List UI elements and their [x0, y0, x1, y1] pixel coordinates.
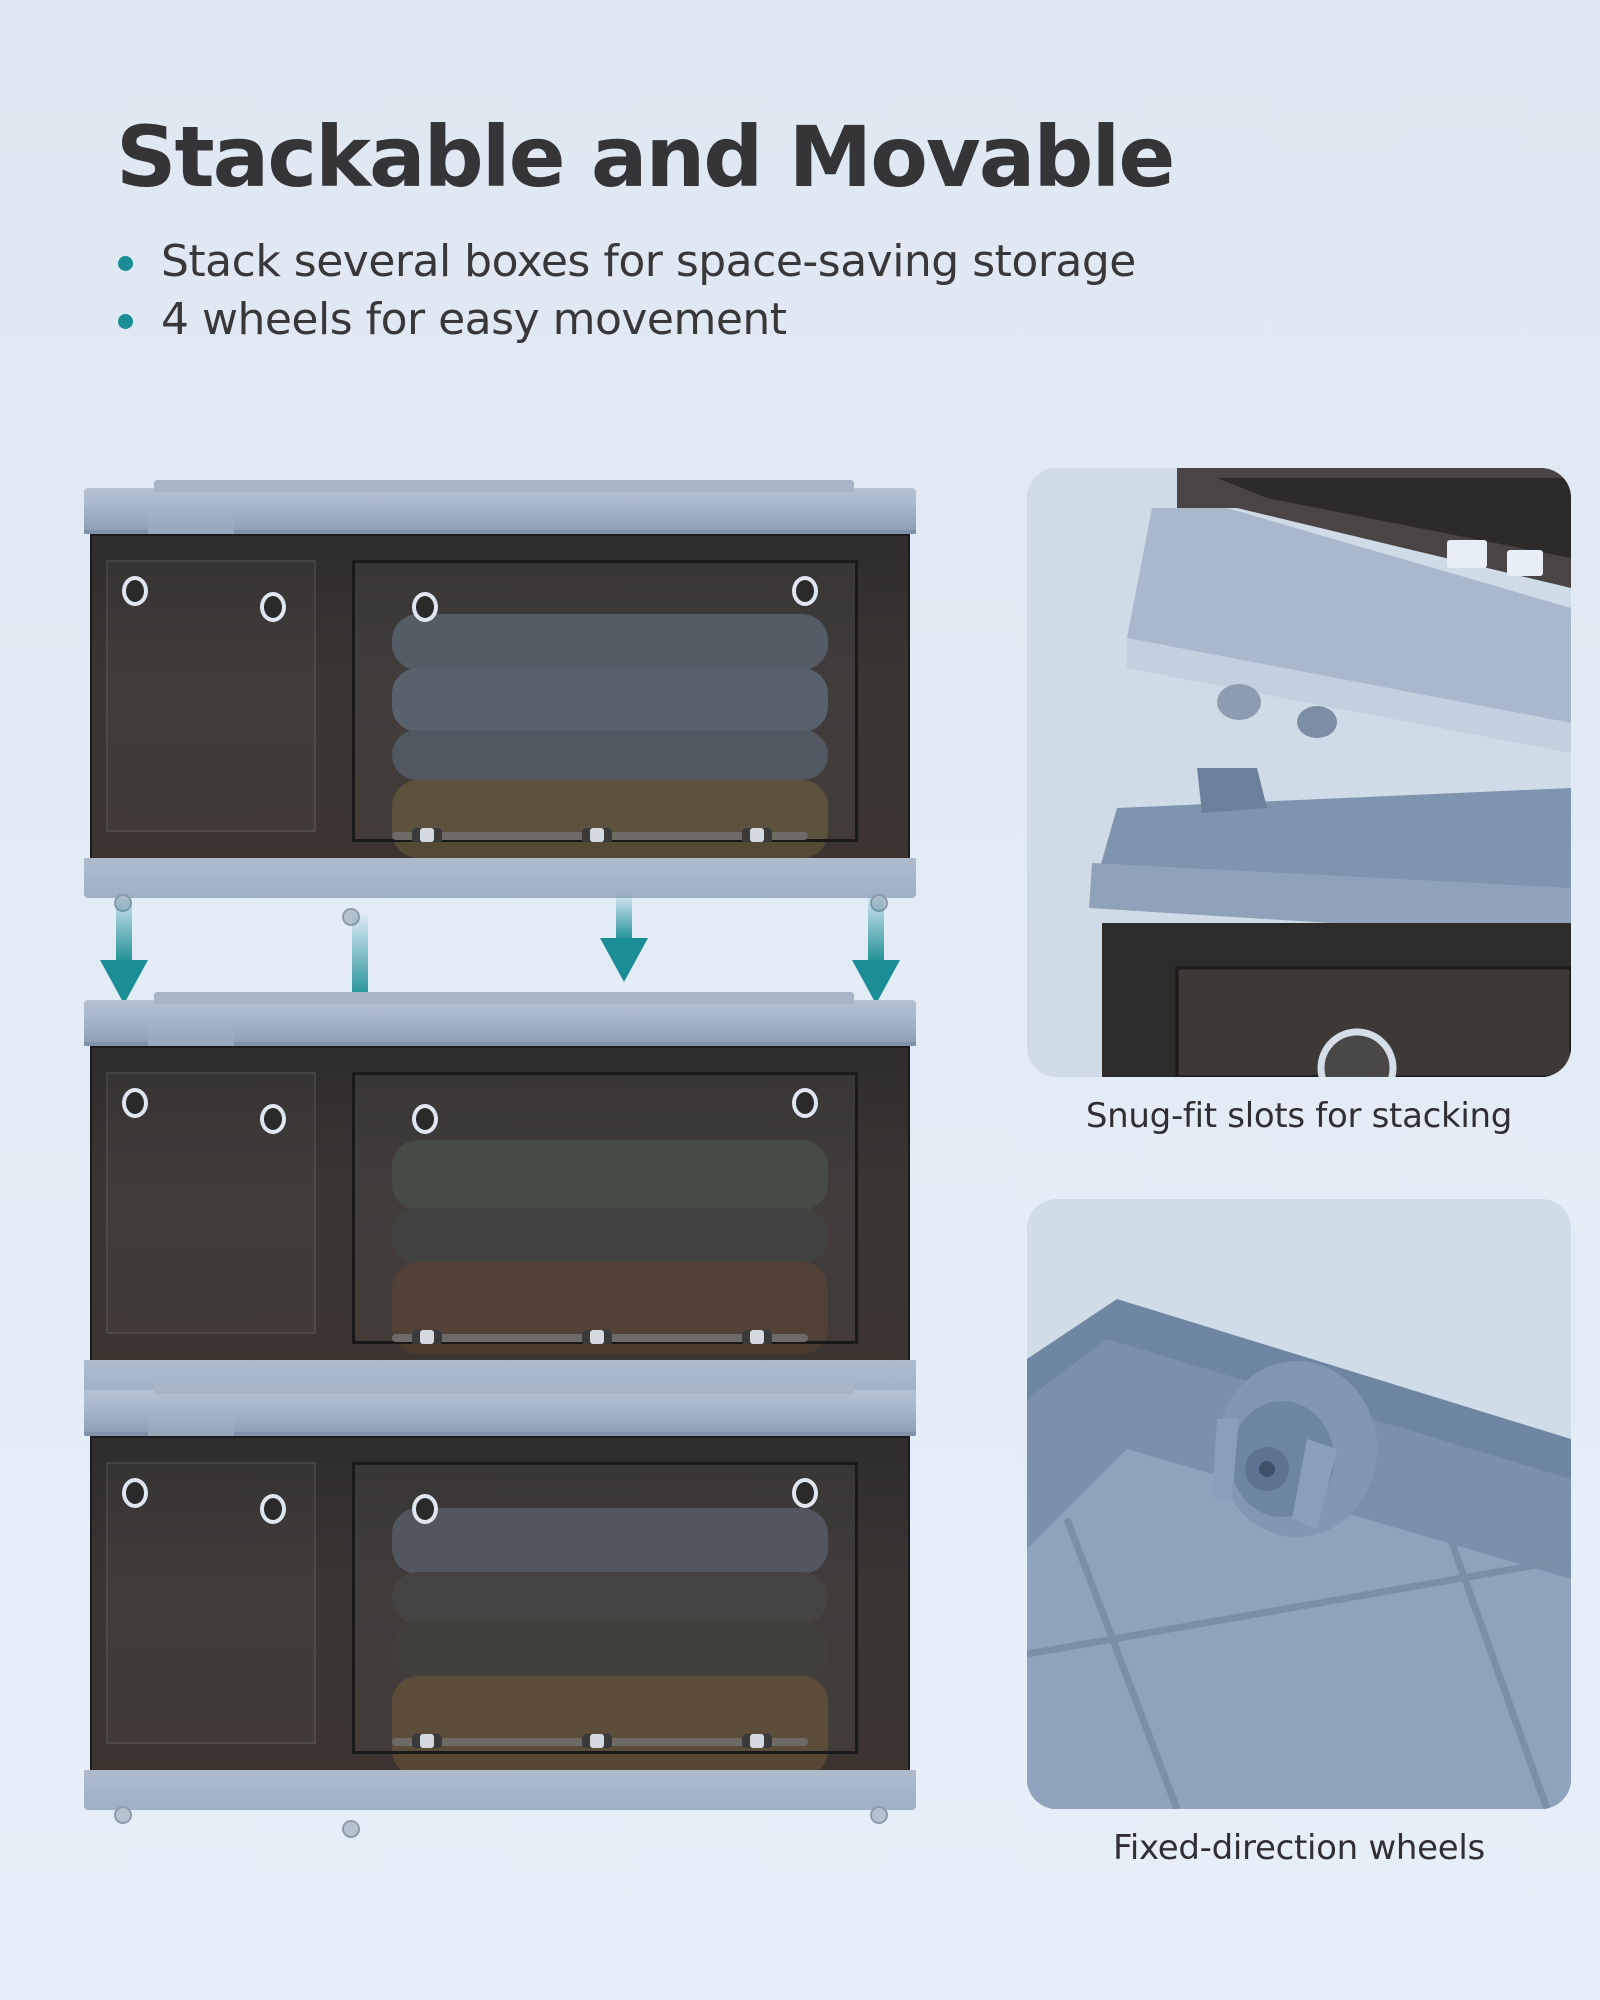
feature-item: 4 wheels for easy movement [118, 290, 1136, 348]
magnet-ring-icon [412, 1104, 438, 1134]
magnet-ring-icon [122, 576, 148, 606]
folded-cloth [392, 668, 828, 732]
side-door [106, 1462, 316, 1744]
magnet-ring-icon [260, 592, 286, 622]
hinge-icon [742, 1330, 772, 1344]
storage-box-bottom [84, 1382, 916, 1838]
feature-list: Stack several boxes for space-saving sto… [118, 232, 1136, 348]
magnet-ring-icon [260, 1104, 286, 1134]
folded-cloth [392, 1208, 828, 1264]
hinge-icon [742, 828, 772, 842]
box-body [90, 1046, 910, 1366]
box-base [84, 858, 916, 898]
hinge-icon [412, 1734, 442, 1748]
magnet-ring-icon [260, 1494, 286, 1524]
arrow-down-icon [600, 892, 648, 986]
wheel-icon [114, 1806, 132, 1824]
folded-cloth [392, 1622, 828, 1678]
magnet-ring-icon [792, 1478, 818, 1508]
storage-box-middle [84, 992, 916, 1400]
detail-caption-wheels: Fixed-direction wheels [1113, 1828, 1485, 1868]
door-hinge [392, 1330, 808, 1344]
hinge-icon [742, 1734, 772, 1748]
side-door [106, 1072, 316, 1334]
hinge-icon [582, 1734, 612, 1748]
detail-caption-snug-fit: Snug-fit slots for stacking [1085, 1096, 1513, 1136]
magnet-ring-icon [792, 576, 818, 606]
hinge-icon [412, 828, 442, 842]
bullet-dot-icon [118, 255, 133, 271]
stacked-boxes-illustration [80, 480, 920, 1880]
stacking-slot-closeup [1027, 468, 1571, 1077]
folded-cloth [392, 1508, 828, 1574]
magnet-ring-icon [122, 1088, 148, 1118]
feature-text: Stack several boxes for space-saving sto… [161, 235, 1136, 287]
folded-cloth [392, 780, 828, 858]
box-body [90, 1436, 910, 1776]
folded-cloth [392, 1676, 828, 1776]
wheel-icon [870, 1806, 888, 1824]
wheel-icon [342, 1820, 360, 1838]
page-title: Stackable and Movable [116, 108, 1175, 206]
side-door [106, 560, 316, 832]
detail-image-snug-fit [1027, 468, 1571, 1077]
box-body [90, 534, 910, 864]
box-base [84, 1770, 916, 1810]
feature-text: 4 wheels for easy movement [161, 293, 787, 345]
door-hinge [392, 828, 808, 842]
hinge-icon [582, 828, 612, 842]
magnet-ring-icon [792, 1088, 818, 1118]
door-hinge [392, 1734, 808, 1748]
folded-cloth [392, 730, 828, 780]
folded-cloth [392, 614, 828, 670]
folded-cloth [392, 1140, 828, 1210]
bullet-dot-icon [118, 313, 133, 329]
detail-image-wheels [1027, 1199, 1571, 1809]
magnet-ring-icon [122, 1478, 148, 1508]
wheel-closeup [1027, 1199, 1571, 1809]
arrow-down-icon [852, 892, 900, 1004]
hinge-icon [582, 1330, 612, 1344]
magnet-ring-icon [412, 592, 438, 622]
arrow-down-icon [100, 892, 148, 1004]
storage-box-top [84, 480, 916, 926]
magnet-ring-icon [412, 1494, 438, 1524]
hinge-icon [412, 1330, 442, 1344]
folded-cloth [392, 1572, 828, 1624]
feature-item: Stack several boxes for space-saving sto… [118, 232, 1136, 290]
